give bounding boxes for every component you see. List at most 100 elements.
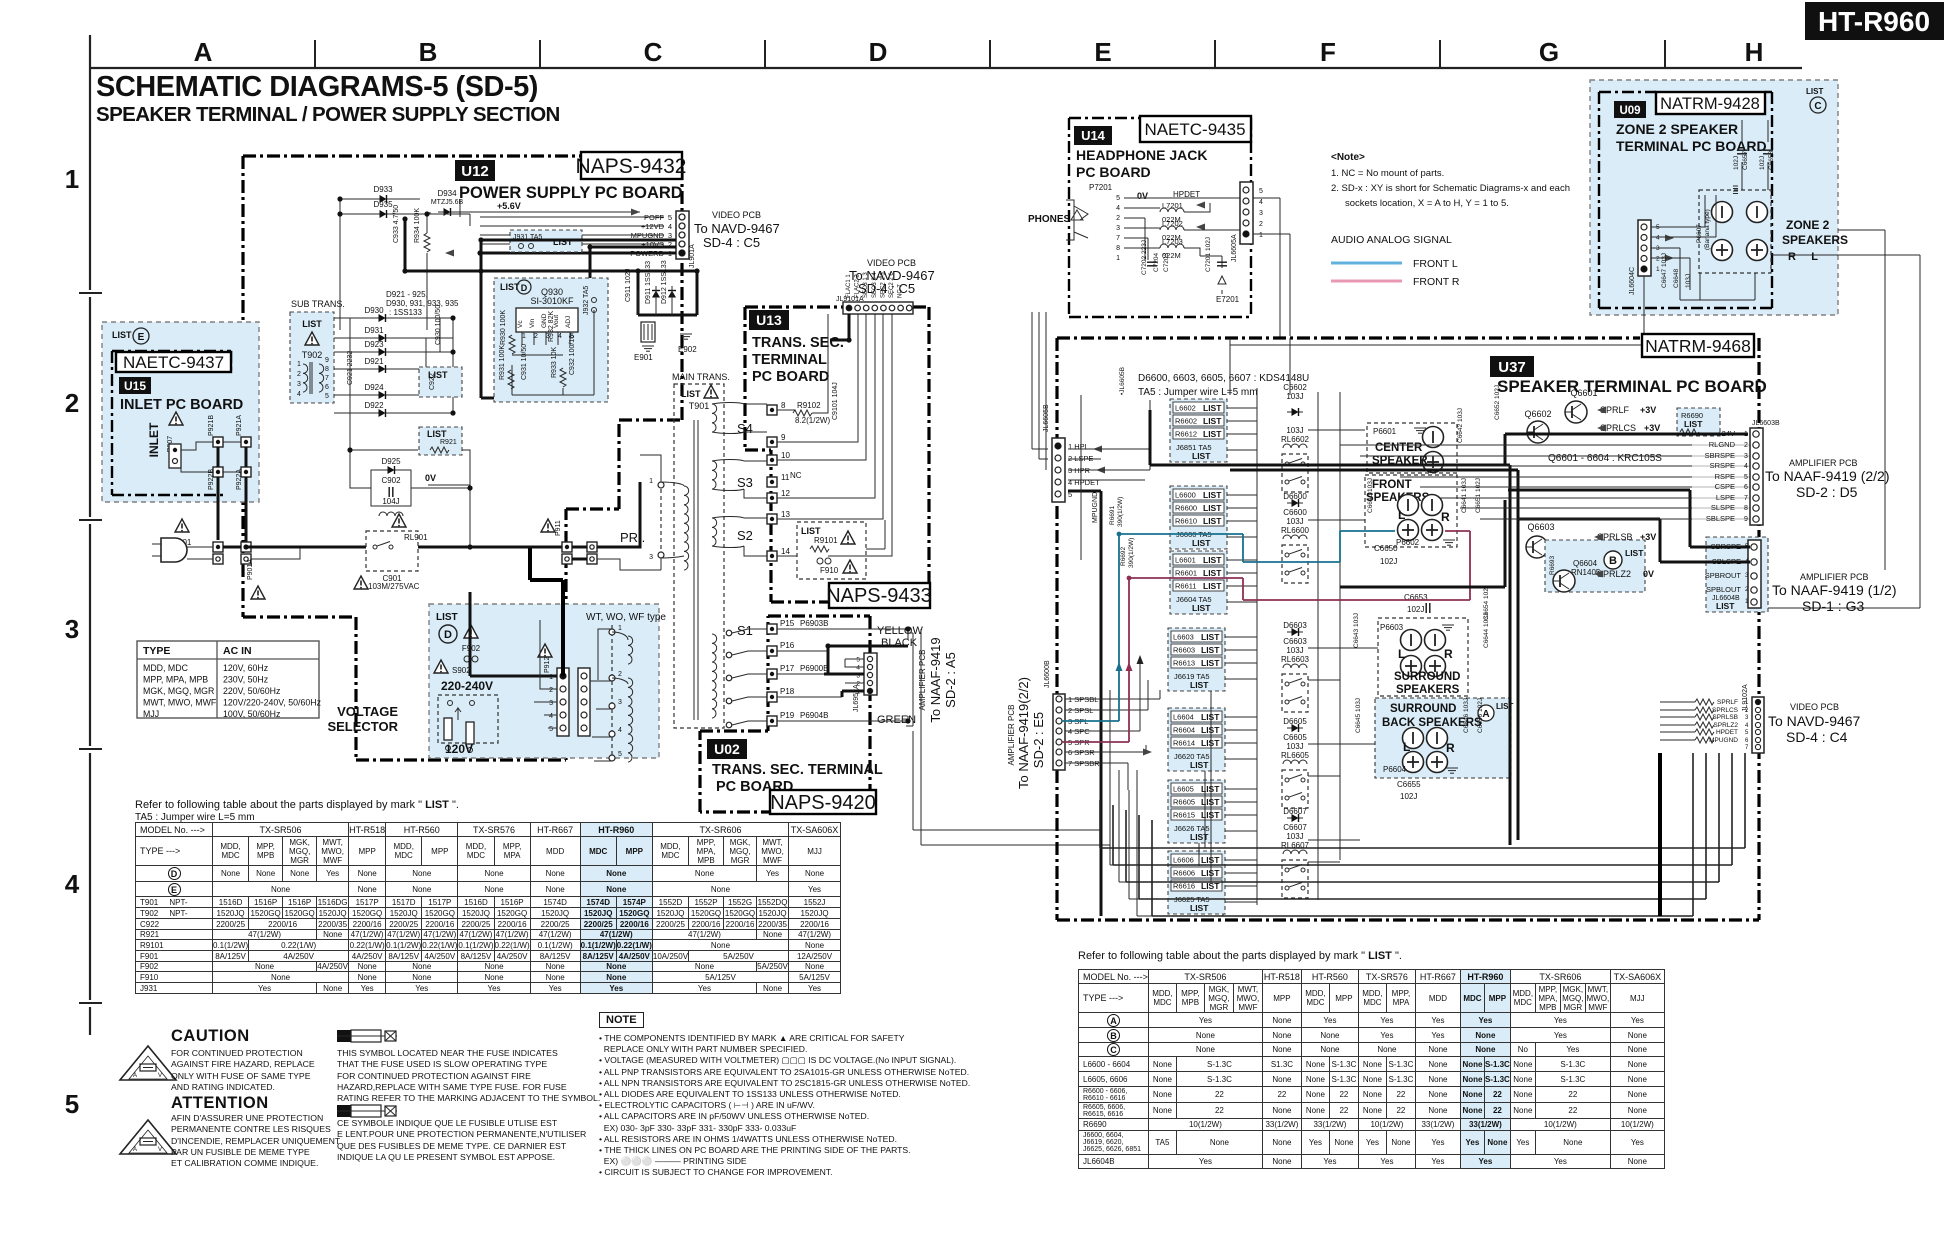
svg-text:5: 5	[570, 333, 574, 340]
svg-text:C: C	[1814, 101, 1821, 112]
svg-text:SD-2 : D5: SD-2 : D5	[1796, 484, 1858, 500]
svg-text:390(1/2W): 390(1/2W)	[1128, 538, 1135, 568]
svg-text:D6600: D6600	[1283, 492, 1307, 501]
svg-text:NC: NC	[790, 471, 802, 480]
svg-text:AC IN: AC IN	[223, 645, 252, 657]
svg-text:LIST: LIST	[1201, 658, 1220, 668]
svg-text:AMPLIFIER PCB: AMPLIFIER PCB	[1007, 705, 1016, 766]
svg-text:ADJ: ADJ	[565, 316, 572, 328]
svg-text:103J: 103J	[1286, 646, 1303, 655]
svg-text:JL6952A: JL6952A	[853, 684, 860, 712]
svg-text:2: 2	[65, 388, 79, 418]
svg-text:SPBLOUT: SPBLOUT	[1706, 585, 1741, 594]
svg-text:NAPS-9432: NAPS-9432	[576, 155, 687, 178]
svg-text:L7203: L7203	[1162, 237, 1183, 246]
svg-text:U14: U14	[1081, 128, 1106, 143]
svg-text:P901A: P901A	[247, 559, 254, 580]
svg-text:NATRM-9428: NATRM-9428	[1660, 95, 1760, 113]
svg-text:1: 1	[618, 625, 622, 632]
svg-text:MAIN TRANS.: MAIN TRANS.	[672, 372, 730, 382]
svg-text:C6642 103J: C6642 103J	[1457, 408, 1464, 443]
svg-text:J6626 TA5: J6626 TA5	[1174, 824, 1210, 833]
svg-text:12: 12	[781, 489, 790, 498]
svg-text:9: 9	[1744, 516, 1748, 523]
svg-text:<Note>: <Note>	[1331, 152, 1365, 163]
svg-text:220V, 50/60Hz: 220V, 50/60Hz	[223, 686, 280, 696]
svg-text:LIST: LIST	[1190, 903, 1209, 913]
svg-text:INLET PC BOARD: INLET PC BOARD	[120, 397, 243, 413]
svg-text:sockets location, X = A to H,: sockets location, X = A to H, Y = 1 to 5…	[1345, 198, 1509, 209]
svg-text:0V: 0V	[1643, 569, 1654, 579]
svg-text:1: 1	[1745, 700, 1749, 706]
svg-text:6: 6	[325, 384, 329, 391]
svg-text:NC 7: NC 7	[898, 284, 904, 298]
svg-text:C6646 103J: C6646 103J	[1463, 698, 1470, 733]
svg-text:3: 3	[1745, 572, 1749, 579]
svg-text:YELLOW: YELLOW	[877, 625, 923, 637]
svg-text:022M: 022M	[1162, 233, 1181, 242]
svg-text:RL6600: RL6600	[1281, 526, 1310, 535]
svg-text:B: B	[419, 37, 438, 67]
svg-text:LIST: LIST	[1192, 451, 1211, 461]
svg-text:4: 4	[1745, 723, 1749, 729]
svg-text:C6653: C6653	[1404, 593, 1428, 602]
svg-text:5: 5	[1259, 188, 1263, 195]
svg-text:D922: D922	[364, 401, 384, 410]
svg-text:To NAAF-9419 (1/2): To NAAF-9419 (1/2)	[1772, 582, 1897, 598]
svg-text:102J: 102J	[1733, 156, 1740, 170]
svg-text:LIST: LIST	[1203, 490, 1222, 500]
svg-text:L: L	[1403, 740, 1410, 754]
svg-text:3: 3	[1259, 210, 1263, 217]
svg-text:LIST: LIST	[1203, 429, 1222, 439]
svg-text:P921B: P921B	[208, 415, 215, 436]
svg-text:11: 11	[781, 473, 790, 482]
svg-text:SPBROUT: SPBROUT	[1705, 571, 1742, 580]
svg-text:LIST: LIST	[427, 429, 447, 439]
svg-text:HPDET: HPDET	[1173, 190, 1200, 199]
svg-text:LIST: LIST	[302, 319, 322, 329]
svg-text:R930 100K: R930 100K	[500, 310, 507, 345]
svg-text:FRONT L: FRONT L	[1413, 258, 1458, 270]
svg-text:P15: P15	[780, 619, 795, 628]
svg-text:7: 7	[1745, 745, 1749, 751]
svg-text:JL6604C: JL6604C	[1629, 267, 1636, 295]
svg-text:C901: C901	[382, 574, 402, 583]
svg-text:T902: T902	[302, 350, 323, 360]
svg-text:C6602: C6602	[1283, 383, 1307, 392]
svg-text:AMPLIFIER PCB: AMPLIFIER PCB	[1789, 458, 1858, 468]
svg-text:C930 100/50: C930 100/50	[435, 305, 442, 345]
svg-text:2: 2	[1116, 215, 1120, 222]
svg-text:JL6604B: JL6604B	[1712, 595, 1740, 602]
svg-text:L6601: L6601	[1175, 556, 1196, 565]
svg-text:D934: D934	[437, 189, 457, 198]
svg-text:102J: 102J	[1759, 156, 1766, 170]
svg-text:LIST: LIST	[112, 330, 132, 340]
svg-text:P911: P911	[555, 520, 562, 536]
svg-text:SPRLZ2: SPRLZ2	[1597, 569, 1631, 579]
svg-text:E: E	[1094, 37, 1111, 67]
svg-text:NATRM-9468: NATRM-9468	[1645, 336, 1751, 356]
svg-text:103J: 103J	[1286, 832, 1303, 841]
svg-text:C9101 104J: C9101 104J	[832, 382, 839, 420]
svg-text:3: 3	[1744, 453, 1748, 460]
svg-text:TYPE: TYPE	[143, 645, 170, 657]
svg-text:TRANS. SEC. TERMINAL: TRANS. SEC. TERMINAL	[712, 762, 883, 778]
svg-text:E901: E901	[634, 353, 653, 362]
svg-text:5: 5	[325, 393, 329, 400]
svg-text:P6602: P6602	[1396, 538, 1420, 547]
svg-text:LIST: LIST	[1201, 881, 1220, 891]
svg-text:C6641 103J: C6641 103J	[1461, 478, 1468, 513]
svg-text:SURROUND: SURROUND	[1390, 703, 1456, 715]
svg-text:RL901: RL901	[404, 533, 428, 542]
svg-text:D921: D921	[364, 357, 384, 366]
svg-text:FLAC1 1: FLAC1 1	[846, 274, 852, 298]
svg-text:13: 13	[781, 510, 790, 519]
svg-text:2: 2	[1745, 586, 1749, 593]
svg-text:SD-4 : C5: SD-4 : C5	[703, 235, 760, 250]
svg-text:3: 3	[668, 231, 672, 240]
svg-text:VOLTAGE: VOLTAGE	[337, 704, 398, 719]
svg-text:C6603: C6603	[1283, 637, 1307, 646]
svg-text:P921A: P921A	[236, 415, 243, 436]
svg-text:5: 5	[1745, 730, 1749, 736]
svg-text:C6652 102J: C6652 102J	[1494, 385, 1501, 420]
